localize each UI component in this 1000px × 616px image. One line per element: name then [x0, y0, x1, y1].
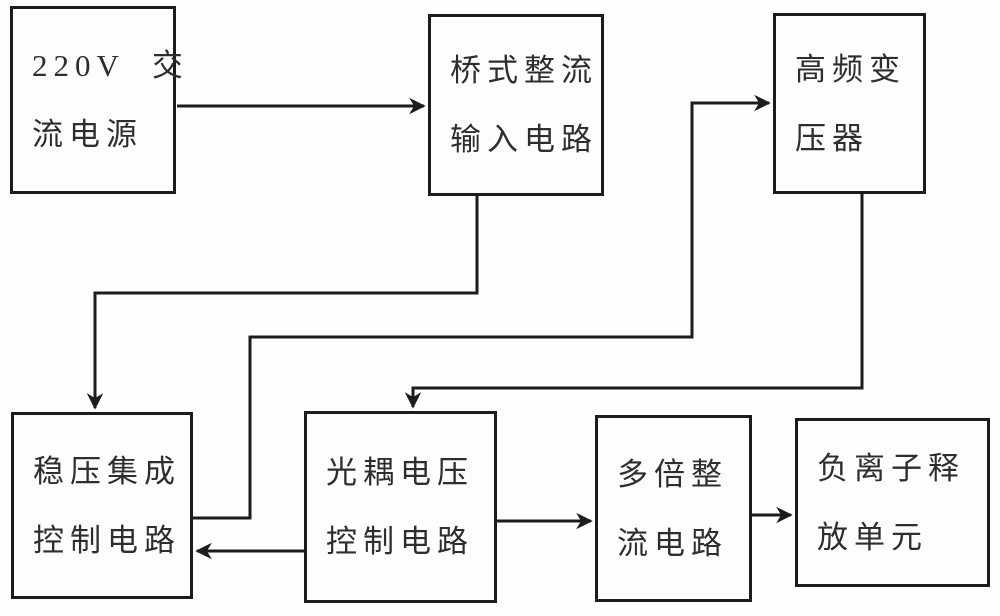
node-multiplier-rectifier: 多倍整流电路 — [595, 415, 752, 602]
node-hf-transformer-label-line1: 高频变 — [795, 51, 906, 87]
node-optocoupler-control-label-line1: 光耦电压 — [326, 455, 474, 490]
node-bridge-rectifier-label-line2: 输入电路 — [450, 122, 598, 157]
connector-bridge-rectifier-to-voltage-regulator-ic — [86, 196, 479, 410]
node-voltage-regulator-ic: 稳压集成控制电路 — [11, 412, 193, 599]
node-ion-release-unit-label-line1: 负离子释 — [817, 450, 965, 486]
node-optocoupler-control-label-line2: 控制电路 — [326, 524, 474, 559]
node-multiplier-rectifier-label-line1: 多倍整 — [617, 456, 728, 492]
connector-hf-transformer-to-optocoupler-control — [404, 194, 864, 409]
node-hf-transformer-label-line2: 压器 — [795, 120, 869, 156]
node-voltage-regulator-ic-label-line1: 稳压集成 — [33, 453, 181, 489]
node-ac-power: 220V 交流电源 — [10, 6, 183, 194]
node-multiplier-rectifier-label-line2: 流电路 — [617, 525, 728, 561]
node-bridge-rectifier-label-line1: 桥式整流 — [450, 53, 598, 88]
node-ac-power-label-line1: 220V 交 — [32, 48, 189, 83]
node-ion-release-unit-label-line2: 放单元 — [817, 519, 928, 555]
node-ion-release-unit: 负离子释放单元 — [795, 418, 990, 587]
node-optocoupler-control: 光耦电压控制电路 — [304, 411, 497, 603]
node-ac-power-label-line2: 流电源 — [32, 117, 143, 152]
node-bridge-rectifier: 桥式整流输入电路 — [428, 14, 604, 196]
node-hf-transformer: 高频变压器 — [773, 13, 926, 194]
node-voltage-regulator-ic-label-line2: 控制电路 — [33, 522, 181, 558]
